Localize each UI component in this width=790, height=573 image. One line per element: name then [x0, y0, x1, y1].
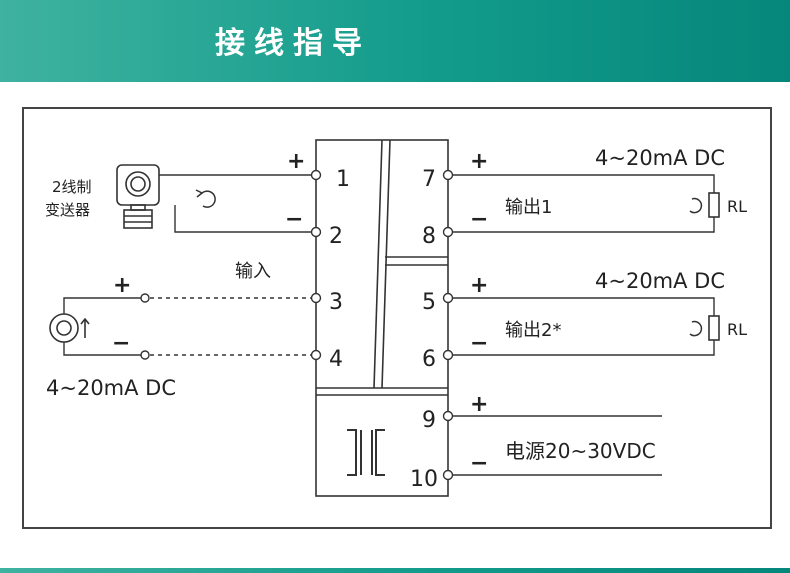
footer-bar [0, 568, 790, 573]
terminal-points [310, 169, 454, 481]
output1-load-resistor-icon [708, 192, 720, 218]
output1-loop-arrow-icon [689, 197, 703, 214]
terminal-6-label: 6 [422, 347, 436, 372]
source-signal-label: 4~20mA DC [46, 376, 176, 400]
power-wires [453, 415, 662, 476]
output2-minus-sign: − [470, 331, 488, 356]
transformer-icon [347, 429, 385, 476]
output2-load-resistor-icon [708, 315, 720, 341]
loop-arrow-icon [200, 190, 216, 208]
page-title: 接线指导 [215, 26, 371, 61]
source-wires [63, 297, 311, 356]
terminal-10-label: 10 [410, 467, 438, 492]
terminal-9-label: 9 [422, 408, 436, 433]
power-label: 电源20~30VDC [505, 439, 656, 463]
output2-loop-arrow-icon [689, 320, 703, 337]
output2-load-label: RL [727, 320, 747, 339]
source-terminal-points [140, 293, 150, 360]
output1-signal-label: 4~20mA DC [595, 146, 725, 170]
transmitter-wires [159, 174, 311, 233]
output1-plus-sign: + [470, 149, 488, 174]
power-minus-sign: − [470, 451, 488, 476]
terminal-3-label: 3 [329, 290, 343, 315]
transmitter-label-line2: 变送器 [45, 201, 90, 219]
terminal-1-label: 1 [336, 167, 350, 192]
source-plus-sign: + [113, 273, 131, 298]
header-banner: 接线指导 [0, 0, 790, 82]
terminal-2-label: 2 [329, 224, 343, 249]
transmitter-icon [116, 164, 160, 229]
output1-minus-sign: − [470, 207, 488, 232]
output1-label: 输出1 [505, 197, 552, 218]
power-plus-sign: + [470, 392, 488, 417]
diagram-frame [22, 107, 772, 529]
output1-wires [453, 174, 715, 233]
input1-minus-sign: − [285, 207, 303, 232]
output2-signal-label: 4~20mA DC [595, 269, 725, 293]
output2-label: 输出2* [505, 320, 561, 341]
terminal-4-label: 4 [329, 347, 343, 372]
output2-wires [453, 297, 715, 356]
output1-load-label: RL [727, 197, 747, 216]
terminal-5-label: 5 [422, 290, 436, 315]
input1-plus-sign: + [287, 149, 305, 174]
terminal-7-label: 7 [422, 167, 436, 192]
loop-arrowhead-icon [195, 189, 204, 198]
current-source-icon [49, 313, 90, 343]
source-minus-sign: − [112, 331, 130, 356]
terminal-8-label: 8 [422, 224, 436, 249]
input-label: 输入 [235, 261, 271, 282]
isolator-module [315, 139, 449, 497]
output2-plus-sign: + [470, 273, 488, 298]
transmitter-label-line1: 2线制 [52, 178, 92, 196]
